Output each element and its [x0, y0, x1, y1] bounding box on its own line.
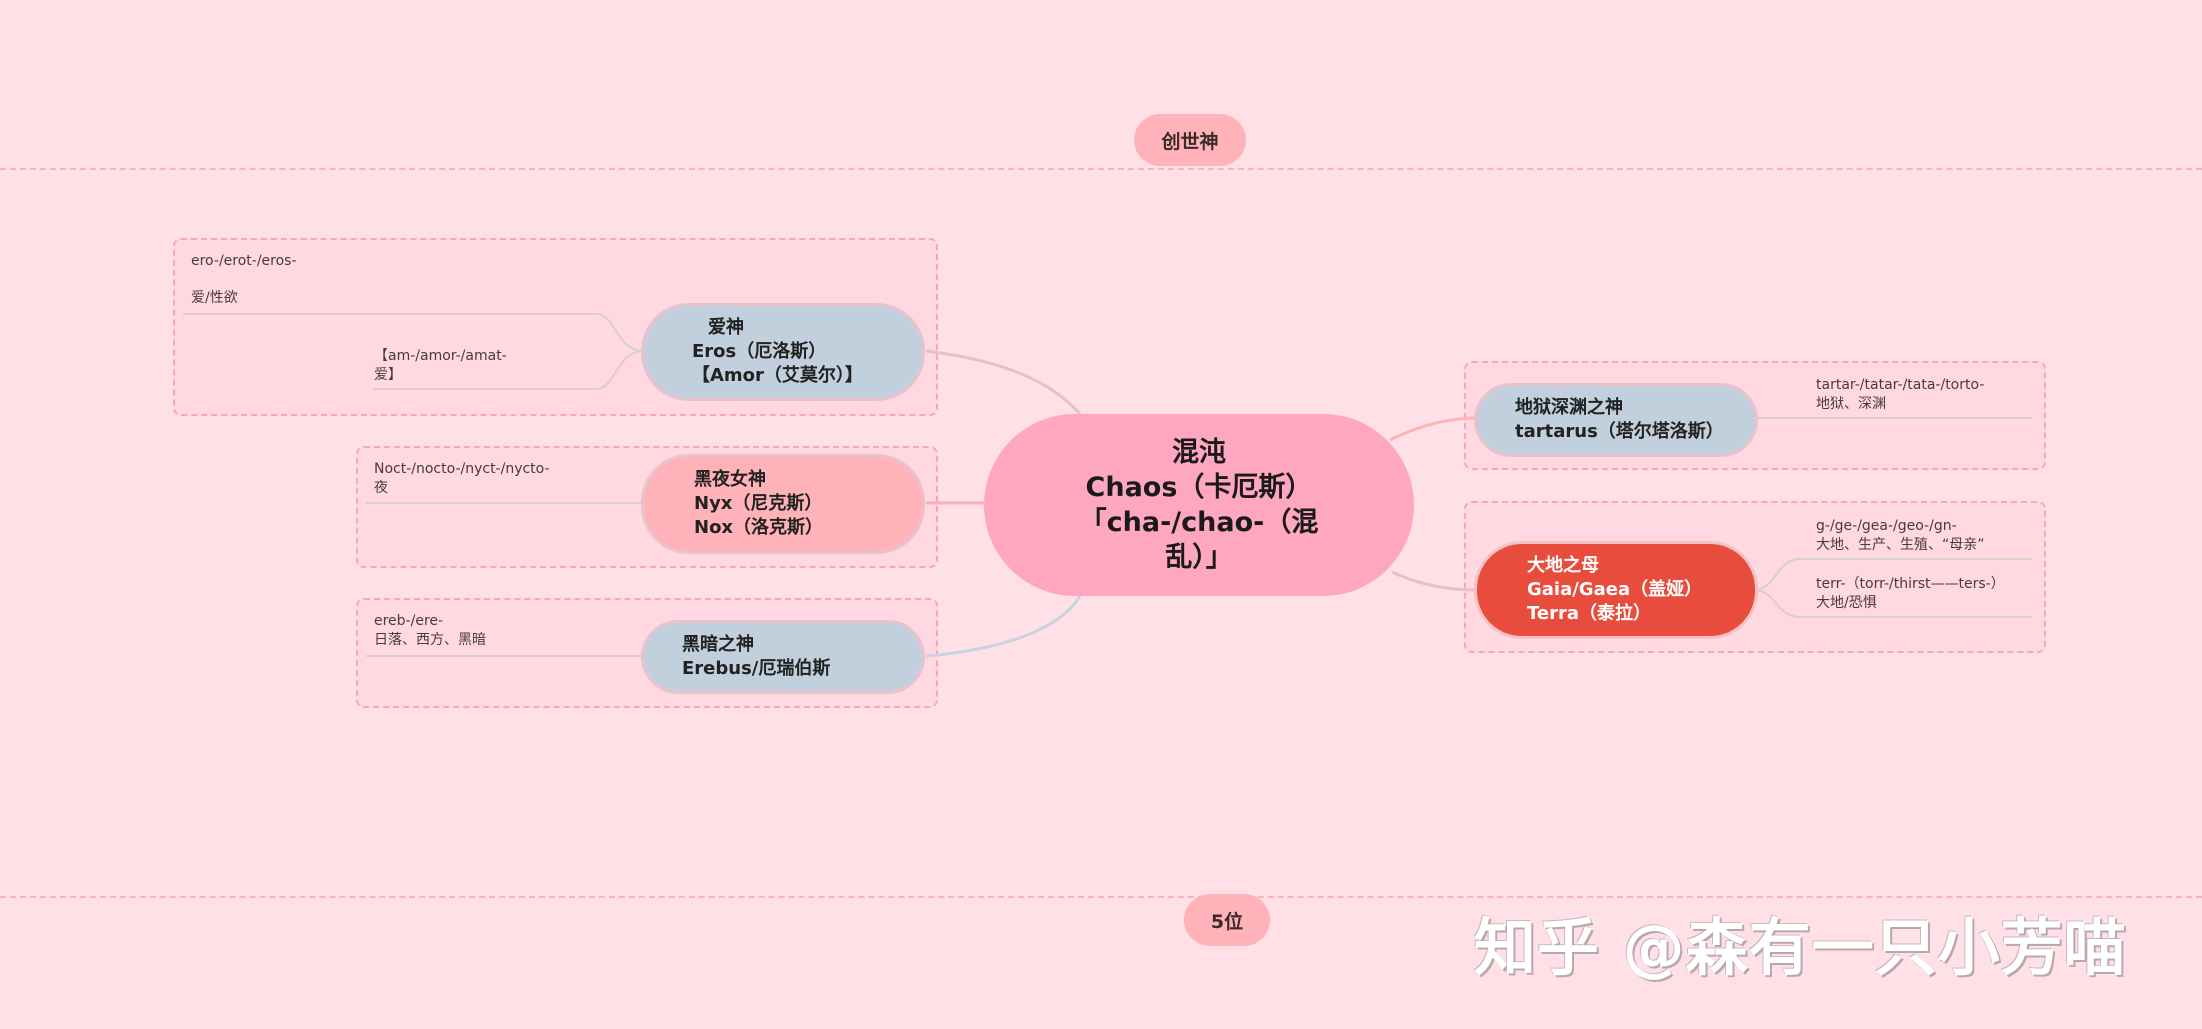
note-tartarus-line-1: tartar-/tatar-/tata-/torto- [1816, 377, 1985, 393]
note-nyx[interactable]: Noct-/nocto-/nyct-/nycto- 夜 [374, 460, 550, 498]
central-line-3: 「cha-/chao-（混 [1079, 507, 1319, 538]
note-erebus-line-1: ereb-/ere- [374, 613, 444, 629]
note-eros-amor-line-2: 爱】 [374, 367, 402, 383]
central-topic-chaos[interactable]: 混沌 Chaos（卡厄斯） 「cha-/chao-（混 乱）」 [984, 414, 1414, 596]
note-gaia-ge-line-2: 大地、生产、生殖、“母亲” [1816, 537, 1985, 553]
note-gaia-terr-line-2: 大地/恐惧 [1816, 595, 1877, 611]
tartarus-line-1: 地狱深渊之神 [1515, 397, 1623, 418]
top-tag[interactable]: 创世神 [1134, 114, 1246, 166]
node-nyx[interactable]: 黑夜女神 Nyx（尼克斯） Nox（洛克斯） [641, 454, 925, 554]
note-eros-amor[interactable]: 【am-/amor-/amat- 爱】 [374, 347, 507, 385]
note-gaia-ge[interactable]: g-/ge-/gea-/geo-/gn- 大地、生产、生殖、“母亲” [1816, 517, 1985, 555]
top-divider [0, 168, 2202, 170]
nyx-line-2: Nyx（尼克斯） [694, 493, 823, 514]
watermark: 知乎 @森有一只小芳喵 [1474, 911, 2127, 984]
note-gaia-terr-line-1: terr-（torr-/thirst——ters-） [1816, 576, 2005, 592]
gaia-line-3: Terra（泰拉） [1527, 603, 1651, 624]
eros-line-1: 爱神 [708, 317, 744, 338]
tartarus-line-2: tartarus（塔尔塔洛斯） [1515, 421, 1724, 442]
note-eros-ero[interactable]: ero-/erot-/eros- 爱/性欲 [191, 252, 297, 308]
note-tartarus[interactable]: tartar-/tatar-/tata-/torto- 地狱、深渊 [1816, 376, 1984, 414]
eros-line-2: Eros（厄洛斯） [692, 341, 827, 362]
central-line-2: Chaos（卡厄斯） [1085, 472, 1313, 503]
note-gaia-terr[interactable]: terr-（torr-/thirst——ters-） 大地/恐惧 [1816, 575, 2005, 613]
note-erebus-line-2: 日落、西方、黑暗 [374, 632, 486, 648]
node-eros[interactable]: 爱神 Eros（厄洛斯） 【Amor（艾莫尔）】 [641, 303, 925, 401]
note-eros-ero-line-1: ero-/erot-/eros- [191, 253, 297, 269]
eros-line-3: 【Amor（艾莫尔）】 [692, 365, 863, 386]
note-nyx-line-1: Noct-/nocto-/nyct-/nycto- [374, 461, 550, 477]
note-gaia-ge-line-1: g-/ge-/gea-/geo-/gn- [1816, 518, 1957, 534]
note-eros-amor-line-1: 【am-/amor-/amat- [374, 348, 507, 364]
gaia-line-2: Gaia/Gaea（盖娅） [1527, 579, 1703, 600]
note-erebus[interactable]: ereb-/ere- 日落、西方、黑暗 [374, 612, 486, 650]
note-eros-ero-line-2: 爱/性欲 [191, 290, 238, 306]
bottom-divider [0, 896, 2202, 898]
nyx-line-1: 黑夜女神 [694, 469, 766, 490]
node-erebus[interactable]: 黑暗之神 Erebus/厄瑞伯斯 [641, 620, 925, 694]
note-nyx-line-2: 夜 [374, 480, 388, 496]
node-tartarus[interactable]: 地狱深渊之神 tartarus（塔尔塔洛斯） [1474, 383, 1758, 457]
gaia-line-1: 大地之母 [1527, 555, 1599, 576]
erebus-line-1: 黑暗之神 [682, 634, 754, 655]
erebus-line-2: Erebus/厄瑞伯斯 [682, 658, 831, 679]
node-gaia[interactable]: 大地之母 Gaia/Gaea（盖娅） Terra（泰拉） [1474, 541, 1758, 639]
central-line-1: 混沌 [1172, 437, 1226, 468]
central-line-4: 乱）」 [1165, 542, 1233, 573]
nyx-line-3: Nox（洛克斯） [694, 517, 824, 538]
bottom-tag[interactable]: 5位 [1184, 894, 1270, 946]
note-tartarus-line-2: 地狱、深渊 [1816, 396, 1886, 412]
